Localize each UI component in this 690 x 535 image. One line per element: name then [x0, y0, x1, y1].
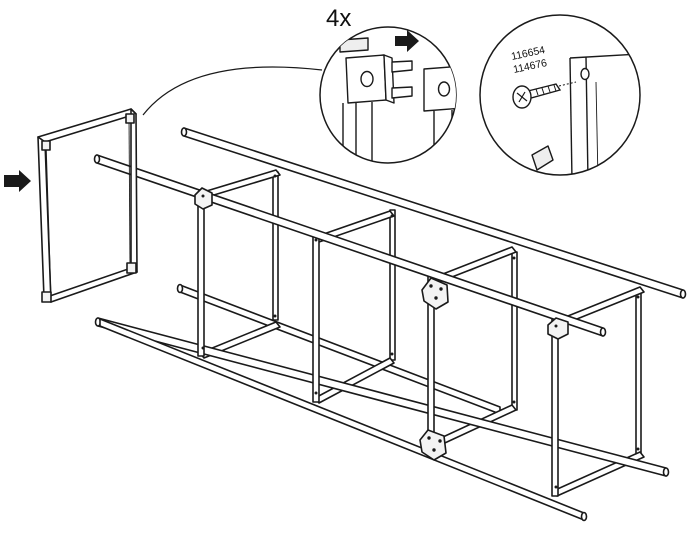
corner-brackets: [194, 187, 569, 461]
rail-front-top: [93, 154, 607, 337]
push-arrow-icon: [4, 170, 31, 192]
detail-circle-connector: [319, 26, 457, 164]
side-frame-panel: [37, 108, 138, 303]
bolt-heads: [201, 174, 640, 489]
rail-back-top: [180, 127, 687, 299]
bottom-cross-bars: [199, 321, 645, 497]
top-cross-bars: [199, 169, 645, 328]
direction-arrow-icon: [395, 30, 419, 52]
detail-circle-screw: [479, 14, 641, 176]
callout-leader: [142, 66, 323, 116]
screw-icon: [512, 81, 577, 109]
shelf-frame: [93, 127, 687, 522]
quantity-label: 4x: [326, 5, 351, 32]
rail-front-bottom: [94, 317, 670, 477]
